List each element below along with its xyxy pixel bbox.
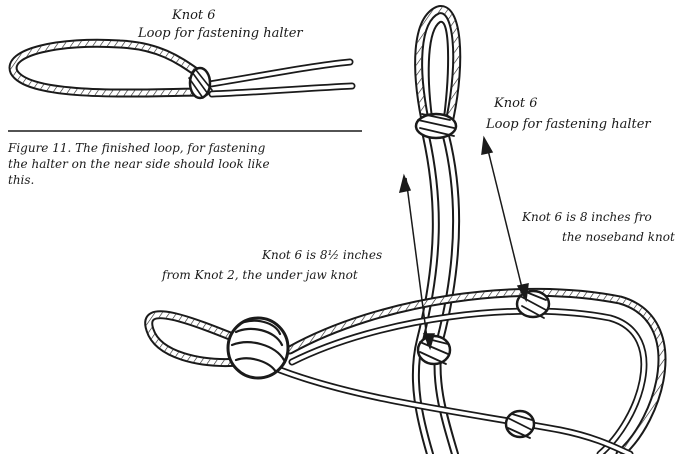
knot6-big-title: Knot 6 (494, 96, 538, 111)
noseband-distance-line1: Knot 6 is 8 inches fro (522, 210, 652, 224)
noseband-distance-line2: the noseband knot (562, 230, 675, 244)
small-loop-drawing (13, 43, 352, 98)
caption-line-3: this. (8, 172, 270, 188)
knot6-small-title: Knot 6 (172, 8, 216, 23)
knot6-big-subtitle: Loop for fastening halter (486, 117, 651, 132)
underjaw-distance-line1: Knot 6 is 8½ inches (262, 248, 382, 262)
knot6-small-subtitle: Loop for fastening halter (138, 26, 303, 41)
figure-caption: Figure 11. The finished loop, for fasten… (8, 140, 270, 188)
caption-line-1: Figure 11. The finished loop, for fasten… (8, 140, 270, 156)
underjaw-distance-line2: from Knot 2, the under jaw knot (162, 268, 358, 282)
caption-line-2: the halter on the near side should look … (8, 156, 270, 172)
